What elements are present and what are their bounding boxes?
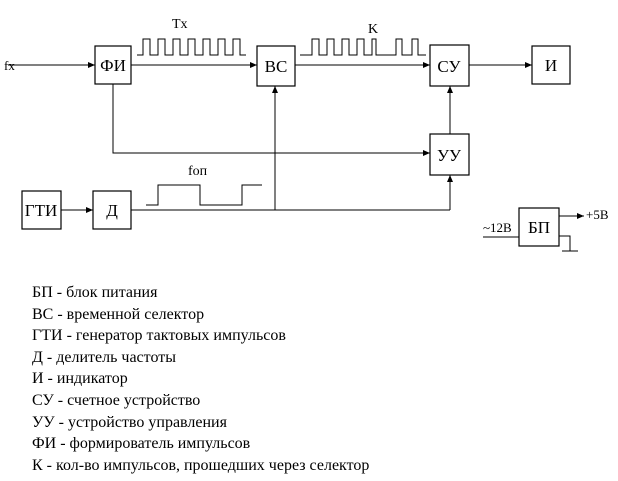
- signal-k-label: K: [368, 22, 378, 37]
- tx-pulse-train: [137, 38, 246, 56]
- block-vs-label: ВС: [265, 57, 288, 76]
- fi-to-uu-arrow: [112, 84, 430, 156]
- connections: [8, 62, 532, 213]
- legend-item-su: СУ - счетное устройство: [32, 391, 201, 409]
- block-d: Д: [92, 190, 132, 230]
- k-pulse-train: [300, 38, 426, 56]
- signal-fop-label: fоп: [188, 164, 208, 179]
- block-gti: ГТИ: [21, 190, 62, 230]
- block-uu: УУ: [429, 133, 470, 176]
- block-fi: ФИ: [94, 45, 132, 85]
- legend-item-bp: БП - блок питания: [32, 284, 158, 301]
- signal-fx-label: fx: [4, 58, 15, 73]
- signal-tx-label: Tx: [172, 17, 188, 32]
- fop-waveform: [146, 184, 262, 206]
- legend-item-fi: ФИ - формирователь импульсов: [32, 435, 251, 453]
- legend: БП - блок питания ВС - временной селекто…: [32, 282, 369, 476]
- block-su-label: СУ: [437, 57, 461, 76]
- block-uu-label: УУ: [437, 146, 462, 165]
- block-i-label: И: [545, 56, 557, 75]
- block-su: СУ: [429, 44, 470, 87]
- legend-item-vs: ВС - временной селектор: [32, 305, 205, 323]
- block-gti-label: ГТИ: [25, 201, 58, 220]
- block-vs: ВС: [256, 45, 296, 87]
- block-d-label: Д: [106, 201, 118, 220]
- legend-item-d: Д - делитель частоты: [32, 348, 176, 366]
- bp-output-voltage: +5В: [586, 207, 609, 222]
- bp-input-voltage: ~12В: [483, 220, 512, 235]
- legend-item-k: К - кол-во импульсов, прошедших через се…: [32, 456, 370, 474]
- power-supply: БП ~12В +5В: [483, 207, 609, 252]
- bp-ground-wire: [559, 235, 571, 251]
- legend-item-uu: УУ - устройство управления: [32, 413, 227, 431]
- legend-item-gti: ГТИ - генератор тактовых импульсов: [32, 327, 286, 345]
- block-i: И: [531, 45, 571, 85]
- legend-item-i: И - индикатор: [32, 370, 128, 388]
- block-bp-label: БП: [528, 218, 550, 237]
- block-fi-label: ФИ: [100, 56, 126, 75]
